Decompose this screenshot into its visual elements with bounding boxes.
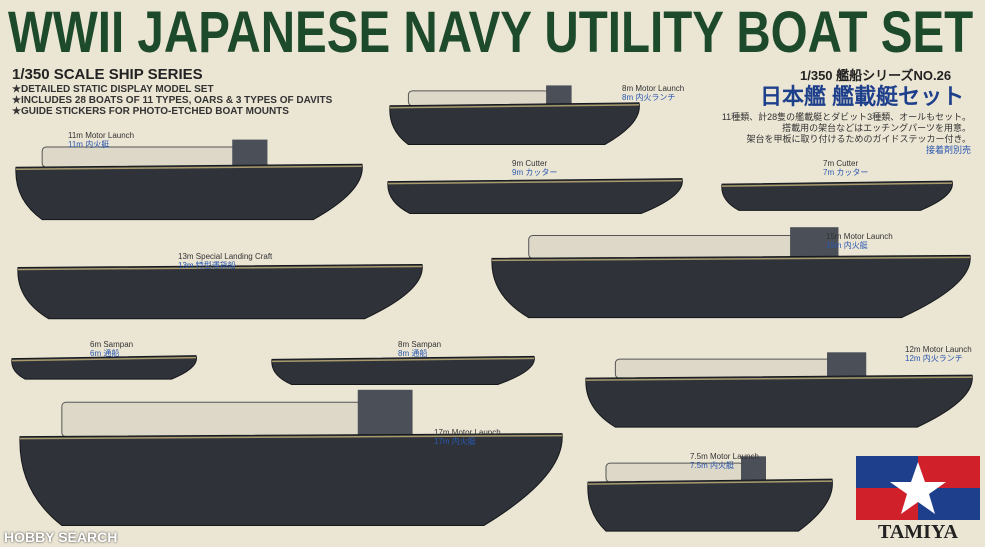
boat-name-jp: 6m 通船 bbox=[90, 349, 120, 358]
bullet-3: ★GUIDE STICKERS FOR PHOTO-ETCHED BOAT MO… bbox=[12, 106, 289, 117]
boat-name-en: 17m Motor Launch bbox=[434, 428, 501, 437]
boat-name-jp: 8m 内火ランチ bbox=[622, 93, 676, 102]
tamiya-logo: TAMIYA bbox=[856, 456, 980, 542]
bullet-2: ★INCLUDES 28 BOATS OF 11 TYPES, OARS & 3… bbox=[12, 95, 333, 106]
boat-name-jp: 12m 内火ランチ bbox=[905, 354, 963, 363]
jp-line-1: 11種類、計28隻の艦載艇とダビット3種類、オールもセット。 bbox=[721, 112, 971, 122]
bullet-1: ★DETAILED STATIC DISPLAY MODEL SET bbox=[12, 84, 214, 95]
boat-illustration bbox=[11, 355, 197, 380]
boat-name-en: 8m Sampan bbox=[398, 340, 442, 349]
jp-line-2: 搭載用の架台などはエッチングパーツを用意。 bbox=[782, 123, 971, 133]
jp-series: 1/350 艦船シリーズNO.26 bbox=[800, 68, 952, 83]
bullet-text: DETAILED STATIC DISPLAY MODEL SET bbox=[20, 84, 214, 95]
boat-name-jp: 7m カッター bbox=[823, 168, 869, 177]
boat-name-en: 6m Sampan bbox=[90, 340, 134, 349]
jp-note: 接着剤別売 bbox=[925, 145, 971, 155]
boat-name-jp: 13m 特型運貨船 bbox=[178, 261, 236, 270]
boat-illustration bbox=[491, 227, 971, 319]
boat-name-jp: 7.5m 内火艇 bbox=[690, 461, 735, 470]
boat-illustration bbox=[19, 389, 563, 527]
boat-illustration bbox=[17, 263, 423, 320]
bullet-text: INCLUDES 28 BOATS OF 11 TYPES, OARS & 3 … bbox=[20, 95, 333, 106]
boat-name-en: 7m Cutter bbox=[823, 159, 859, 168]
boat-name-en: 7.5m Motor Launch bbox=[690, 452, 759, 461]
boat-name-en: 11m Motor Launch bbox=[68, 131, 135, 140]
series-heading: 1/350 SCALE SHIP SERIES bbox=[12, 66, 203, 83]
boat-illustration bbox=[387, 178, 683, 215]
jp-title: 日本艦 艦載艇セット bbox=[760, 84, 965, 109]
boat-illustration bbox=[585, 352, 973, 428]
boat-name-en: 13m Special Landing Craft bbox=[178, 252, 273, 261]
boat-illustration bbox=[721, 180, 953, 211]
bullet-text: GUIDE STICKERS FOR PHOTO-ETCHED BOAT MOU… bbox=[20, 106, 289, 117]
boat-illustration bbox=[271, 355, 535, 385]
page-title: WWII JAPANESE NAVY UTILITY BOAT SET bbox=[8, 0, 974, 65]
boat-name-jp: 15m 内火艇 bbox=[826, 241, 868, 250]
boat-illustration bbox=[389, 85, 640, 146]
boat-illustration bbox=[15, 139, 363, 221]
boat-name-en: 8m Motor Launch bbox=[622, 84, 685, 93]
boat-name-jp: 8m 通船 bbox=[398, 349, 428, 358]
svg-text:TAMIYA: TAMIYA bbox=[878, 521, 959, 542]
boat-illustration bbox=[587, 456, 833, 532]
boat-name-jp: 9m カッター bbox=[512, 168, 558, 177]
watermark: HOBBY SEARCH bbox=[4, 529, 118, 545]
boat-name-en: 9m Cutter bbox=[512, 159, 548, 168]
boat-name-jp: 17m 内火艇 bbox=[434, 437, 476, 446]
boat-name-en: 15m Motor Launch bbox=[826, 232, 893, 241]
jp-line-3: 架台を甲板に取り付けるためのガイドステッカー付き。 bbox=[746, 134, 971, 144]
boat-name-jp: 11m 内火艇 bbox=[68, 140, 110, 149]
boat-name-en: 12m Motor Launch bbox=[905, 345, 972, 354]
